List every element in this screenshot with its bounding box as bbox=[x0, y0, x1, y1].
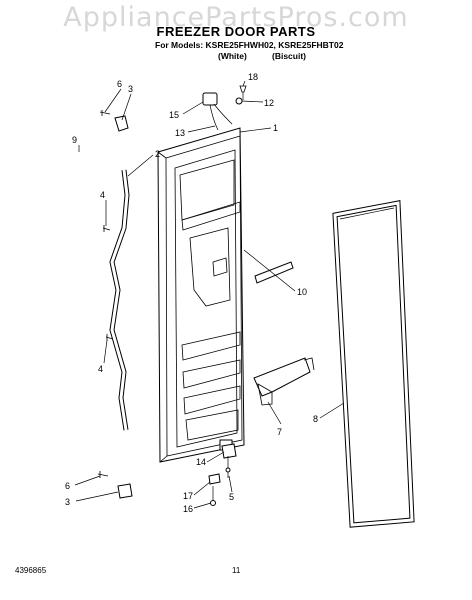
watermark: AppliancePartsPros.com bbox=[63, 2, 409, 33]
leader-lines bbox=[74, 80, 345, 509]
part-15-wire-connector bbox=[202, 92, 233, 131]
model-numbers: For Models: KSRE25FHWH02, KSRE25FHBT02 bbox=[155, 40, 344, 50]
part-3-hinge-bottom bbox=[117, 483, 133, 499]
part-1-door bbox=[157, 127, 245, 463]
variant-biscuit: (Biscuit) bbox=[272, 51, 306, 61]
callout-1: 1 bbox=[273, 123, 278, 133]
part-7-door-bin bbox=[253, 357, 315, 406]
part-8-door-gasket bbox=[332, 200, 415, 528]
callout-2: 2 bbox=[155, 149, 160, 159]
callout-labels: 6 3 18 12 15 13 1 2 9 4 4 10 7 8 14 5 17… bbox=[65, 72, 318, 514]
callout-6-bottom: 6 bbox=[65, 481, 70, 491]
part-6-screw-top bbox=[99, 110, 111, 116]
part-4-screw-lower bbox=[105, 334, 114, 341]
callout-7: 7 bbox=[277, 427, 282, 437]
part-18-screw bbox=[239, 85, 247, 100]
diagram-title: FREEZER DOOR PARTS bbox=[156, 24, 316, 39]
part-16-pin bbox=[210, 486, 216, 506]
part-6-screw-bottom bbox=[97, 471, 109, 478]
callout-14: 14 bbox=[196, 457, 206, 467]
callout-16: 16 bbox=[183, 504, 193, 514]
part-2-trim-strip bbox=[109, 169, 130, 431]
callout-3-top: 3 bbox=[128, 84, 133, 94]
document-number: 4396865 bbox=[15, 566, 47, 575]
part-4-screw-upper bbox=[102, 225, 111, 232]
callout-12: 12 bbox=[264, 98, 274, 108]
page-number: 11 bbox=[232, 566, 241, 575]
callout-18: 18 bbox=[248, 72, 258, 82]
callout-5: 5 bbox=[229, 492, 234, 502]
part-17-washer bbox=[208, 473, 221, 485]
part-12-screw bbox=[235, 97, 243, 105]
part-9-trim-strip bbox=[76, 149, 111, 461]
part-3-hinge-top bbox=[114, 115, 129, 132]
callout-9: 9 bbox=[72, 135, 77, 145]
part-10-bar bbox=[254, 261, 294, 284]
callout-13: 13 bbox=[175, 128, 185, 138]
callout-17: 17 bbox=[183, 491, 193, 501]
part-14-bottom-hinge bbox=[221, 443, 237, 459]
callout-8: 8 bbox=[313, 414, 318, 424]
callout-3-bottom: 3 bbox=[65, 497, 70, 507]
callout-4-upper: 4 bbox=[100, 190, 105, 200]
part-5-bolt bbox=[225, 456, 231, 478]
callout-10: 10 bbox=[297, 287, 307, 297]
callout-15: 15 bbox=[169, 110, 179, 120]
variant-white: (White) bbox=[218, 51, 247, 61]
callout-4-lower: 4 bbox=[98, 364, 103, 374]
callout-6-top: 6 bbox=[117, 79, 122, 89]
